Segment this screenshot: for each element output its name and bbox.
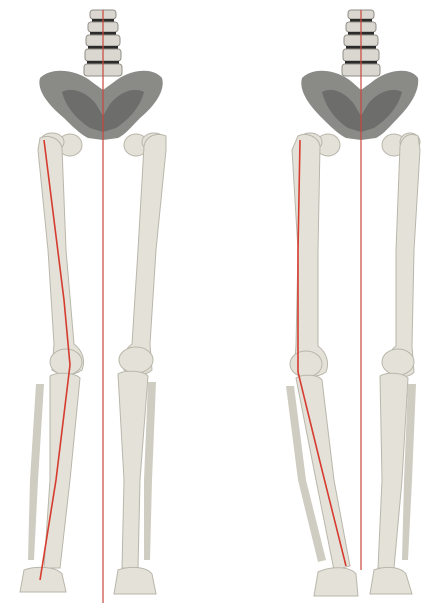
left-left-femur — [122, 134, 166, 374]
left-right-patella — [50, 349, 82, 375]
right-skeleton — [286, 10, 420, 596]
left-left-patella — [119, 347, 153, 373]
left-right-tibia — [44, 373, 80, 568]
right-right-foot — [314, 568, 358, 596]
left-right-foot — [20, 567, 66, 592]
left-left-foot — [114, 567, 156, 594]
left-skeleton — [20, 10, 166, 603]
right-left-patella — [382, 349, 414, 375]
right-left-foot — [370, 567, 412, 594]
right-left-femur — [386, 134, 420, 376]
left-right-fibula — [28, 384, 44, 560]
left-left-tibia — [118, 371, 148, 568]
left-right-femur — [38, 136, 84, 374]
right-right-patella — [290, 351, 322, 377]
